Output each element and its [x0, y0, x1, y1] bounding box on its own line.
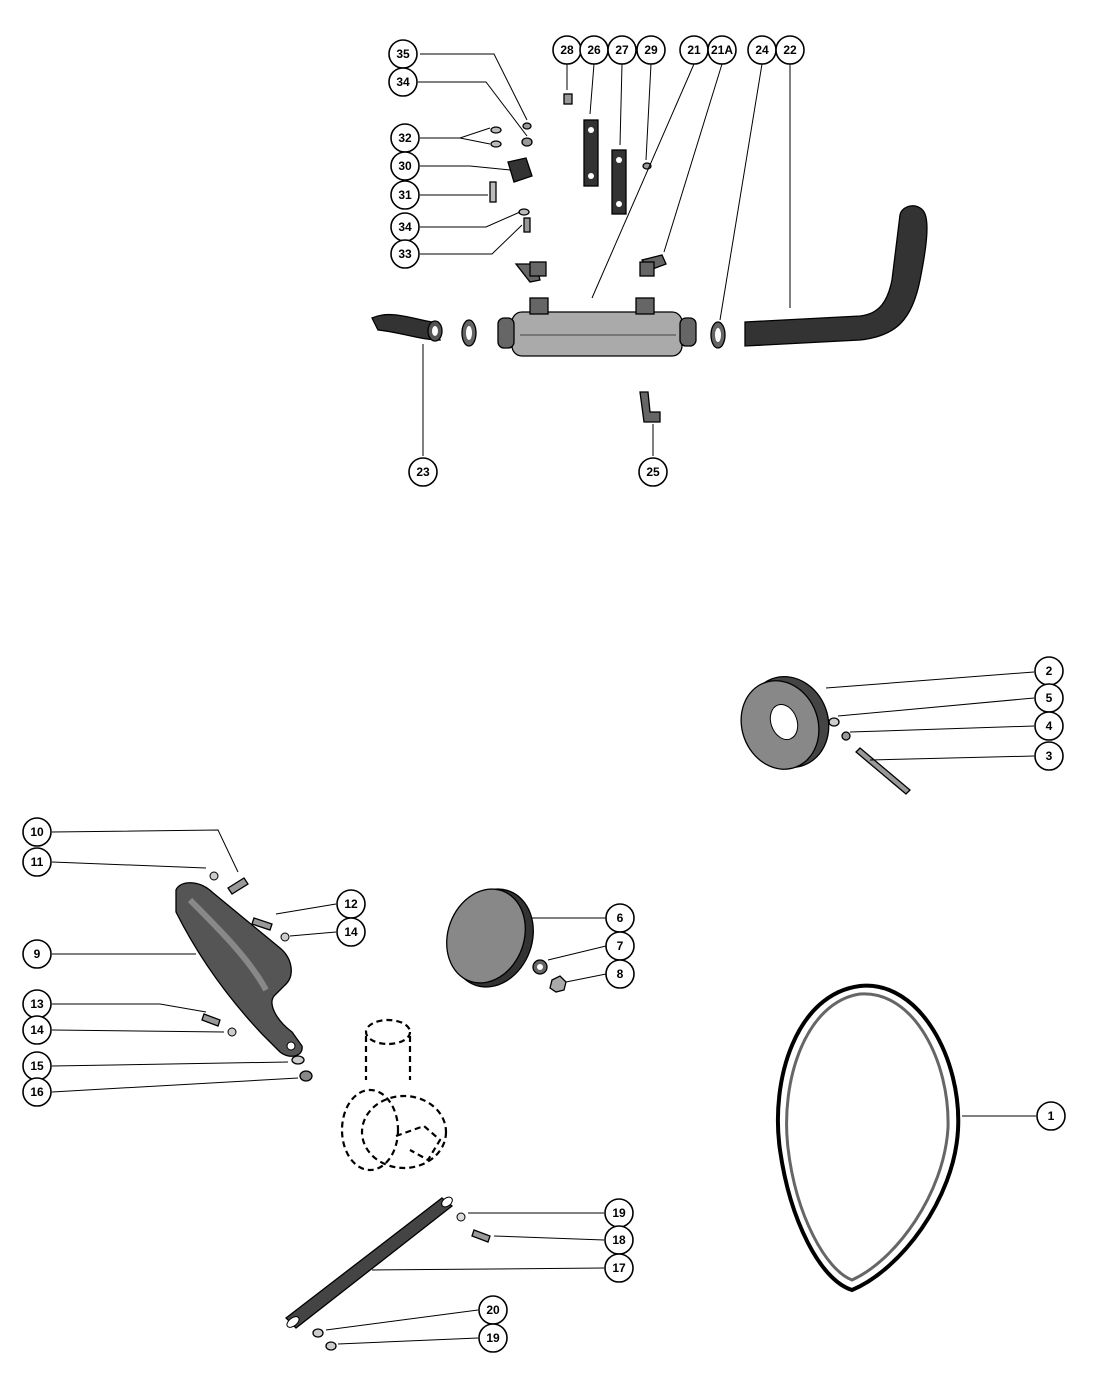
svg-text:8: 8 — [617, 967, 624, 981]
callout-7: 7 — [605, 931, 635, 961]
svg-text:7: 7 — [617, 939, 624, 953]
callout-19: 19 — [604, 1198, 634, 1228]
part-hose-22 — [744, 205, 928, 347]
callout-14: 14 — [336, 917, 366, 947]
part-clamp-24 — [710, 321, 726, 349]
callout-17: 17 — [604, 1253, 634, 1283]
svg-text:17: 17 — [612, 1261, 626, 1275]
part-pulley-2 — [740, 676, 911, 795]
callout-20: 20 — [478, 1295, 508, 1325]
part-small-hardware-top — [489, 93, 652, 233]
svg-text:9: 9 — [34, 947, 41, 961]
callout-28: 28 — [552, 35, 582, 65]
svg-text:14: 14 — [30, 1023, 44, 1037]
callout-21: 21 — [679, 35, 709, 65]
leaders-bracket-9 — [51, 829, 337, 1093]
svg-text:34: 34 — [398, 220, 412, 234]
svg-text:13: 13 — [30, 997, 44, 1011]
part-cooler-21 — [497, 297, 697, 357]
svg-text:29: 29 — [644, 43, 658, 57]
leaders-rod-17 — [325, 1212, 605, 1345]
leaders-pulley-2 — [825, 671, 1035, 761]
phantom-pump-outline — [340, 1018, 448, 1172]
part-pulley-6 — [446, 888, 567, 993]
callout-33: 33 — [390, 239, 420, 269]
callout-12: 12 — [336, 889, 366, 919]
callout-19-lower: 19 — [478, 1323, 508, 1353]
svg-text:21A: 21A — [711, 43, 733, 57]
callout-35: 35 — [388, 39, 418, 69]
callout-22: 22 — [775, 35, 805, 65]
callout-14-lower: 14 — [22, 1015, 52, 1045]
svg-text:27: 27 — [615, 43, 629, 57]
callout-26: 26 — [579, 35, 609, 65]
callout-11: 11 — [22, 847, 52, 877]
svg-text:28: 28 — [560, 43, 574, 57]
callout-29: 29 — [636, 35, 666, 65]
leaders-pulley-6 — [532, 917, 607, 983]
callout-10: 10 — [22, 817, 52, 847]
callout-32: 32 — [390, 123, 420, 153]
callout-24: 24 — [747, 35, 777, 65]
callout-1: 1 — [1036, 1101, 1066, 1131]
part-clamp-left — [461, 319, 477, 347]
svg-text:30: 30 — [398, 159, 412, 173]
callout-15: 15 — [22, 1051, 52, 1081]
callout-27: 27 — [607, 35, 637, 65]
svg-text:20: 20 — [486, 1303, 500, 1317]
svg-text:1: 1 — [1048, 1109, 1055, 1123]
callout-8: 8 — [605, 959, 635, 989]
callout-2: 2 — [1034, 656, 1064, 686]
callout-16: 16 — [22, 1077, 52, 1107]
callout-34-lower: 34 — [390, 212, 420, 242]
svg-text:15: 15 — [30, 1059, 44, 1073]
callout-13: 13 — [22, 989, 52, 1019]
svg-text:18: 18 — [612, 1233, 626, 1247]
svg-text:3: 3 — [1046, 749, 1053, 763]
svg-text:19: 19 — [612, 1206, 626, 1220]
svg-text:12: 12 — [344, 897, 358, 911]
svg-text:31: 31 — [398, 188, 412, 202]
svg-text:5: 5 — [1046, 691, 1053, 705]
svg-text:2: 2 — [1046, 664, 1053, 678]
callout-6: 6 — [605, 903, 635, 933]
callout-9: 9 — [22, 939, 52, 969]
svg-text:35: 35 — [396, 47, 410, 61]
svg-text:6: 6 — [617, 911, 624, 925]
part-hose-23 — [371, 314, 443, 342]
svg-text:16: 16 — [30, 1085, 44, 1099]
part-rod-17 — [285, 1196, 491, 1351]
callout-30: 30 — [390, 151, 420, 181]
svg-text:22: 22 — [783, 43, 797, 57]
svg-text:19: 19 — [486, 1331, 500, 1345]
part-elbow-fittings — [514, 254, 667, 423]
callout-21A: 21A — [707, 35, 737, 65]
svg-text:10: 10 — [30, 825, 44, 839]
svg-text:33: 33 — [398, 247, 412, 261]
svg-text:21: 21 — [687, 43, 701, 57]
part-belt-1 — [775, 983, 961, 1293]
callout-23: 23 — [408, 457, 438, 487]
callout-4: 4 — [1034, 711, 1064, 741]
callout-5: 5 — [1034, 683, 1064, 713]
svg-text:14: 14 — [344, 925, 358, 939]
svg-text:4: 4 — [1046, 719, 1053, 733]
part-bracket-9 — [175, 871, 313, 1082]
leaders-top — [418, 53, 791, 456]
callout-25: 25 — [638, 457, 668, 487]
svg-text:24: 24 — [755, 43, 769, 57]
svg-text:11: 11 — [31, 855, 44, 869]
svg-text:34: 34 — [396, 75, 410, 89]
callout-18: 18 — [604, 1225, 634, 1255]
svg-text:32: 32 — [398, 131, 412, 145]
svg-text:25: 25 — [646, 465, 660, 479]
svg-text:23: 23 — [416, 465, 430, 479]
callout-34: 34 — [388, 67, 418, 97]
svg-text:26: 26 — [587, 43, 601, 57]
callout-31: 31 — [390, 180, 420, 210]
callout-3: 3 — [1034, 741, 1064, 771]
